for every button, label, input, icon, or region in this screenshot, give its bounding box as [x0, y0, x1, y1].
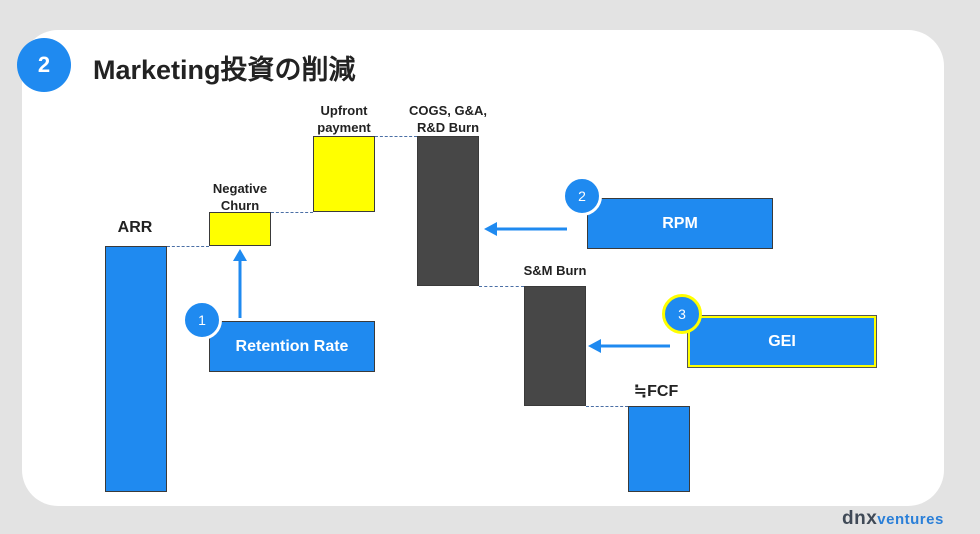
- fcf-bar: [628, 406, 690, 492]
- connector-churn-upfront: [271, 212, 313, 213]
- rpm-arrow: [484, 222, 567, 236]
- cogs-burn-label: COGS, G&A, R&D Burn: [408, 103, 487, 135]
- upfront-payment-bar: [313, 136, 375, 212]
- section-number-badge: 2: [17, 38, 71, 92]
- sm-burn-bar: [524, 286, 586, 406]
- negative-churn-bar: [209, 212, 271, 246]
- page-title: Marketing投資の削減: [93, 55, 356, 85]
- connector-upfront-cogs: [375, 136, 417, 137]
- retention-arrow: [233, 249, 247, 318]
- cogs-burn-bar: [417, 136, 479, 286]
- upfront-payment-label: Upfront payment: [317, 103, 371, 135]
- slide-card: [22, 30, 944, 506]
- logo-sub: ventures: [877, 511, 944, 528]
- gei-arrow: [588, 339, 670, 353]
- gei-box: GEI: [687, 315, 877, 368]
- fcf-label: ≒FCF: [633, 383, 679, 400]
- driver-number-2: 2: [562, 176, 602, 216]
- retention-rate-box: Retention Rate: [209, 321, 375, 372]
- negative-churn-label: Negative Churn: [212, 181, 268, 213]
- arr-label: ARR: [117, 219, 153, 236]
- arr-bar: [105, 246, 167, 492]
- connector-arr-churn: [167, 246, 209, 247]
- connector-cogs-sm: [479, 286, 524, 287]
- dnx-ventures-logo: dnxventures: [842, 508, 944, 530]
- logo-main: dnx: [842, 508, 878, 529]
- sm-burn-label: S&M Burn: [523, 263, 587, 278]
- driver-number-3: 3: [662, 294, 702, 334]
- connector-sm-fcf: [586, 406, 628, 407]
- rpm-box: RPM: [587, 198, 773, 249]
- driver-number-1: 1: [182, 300, 222, 340]
